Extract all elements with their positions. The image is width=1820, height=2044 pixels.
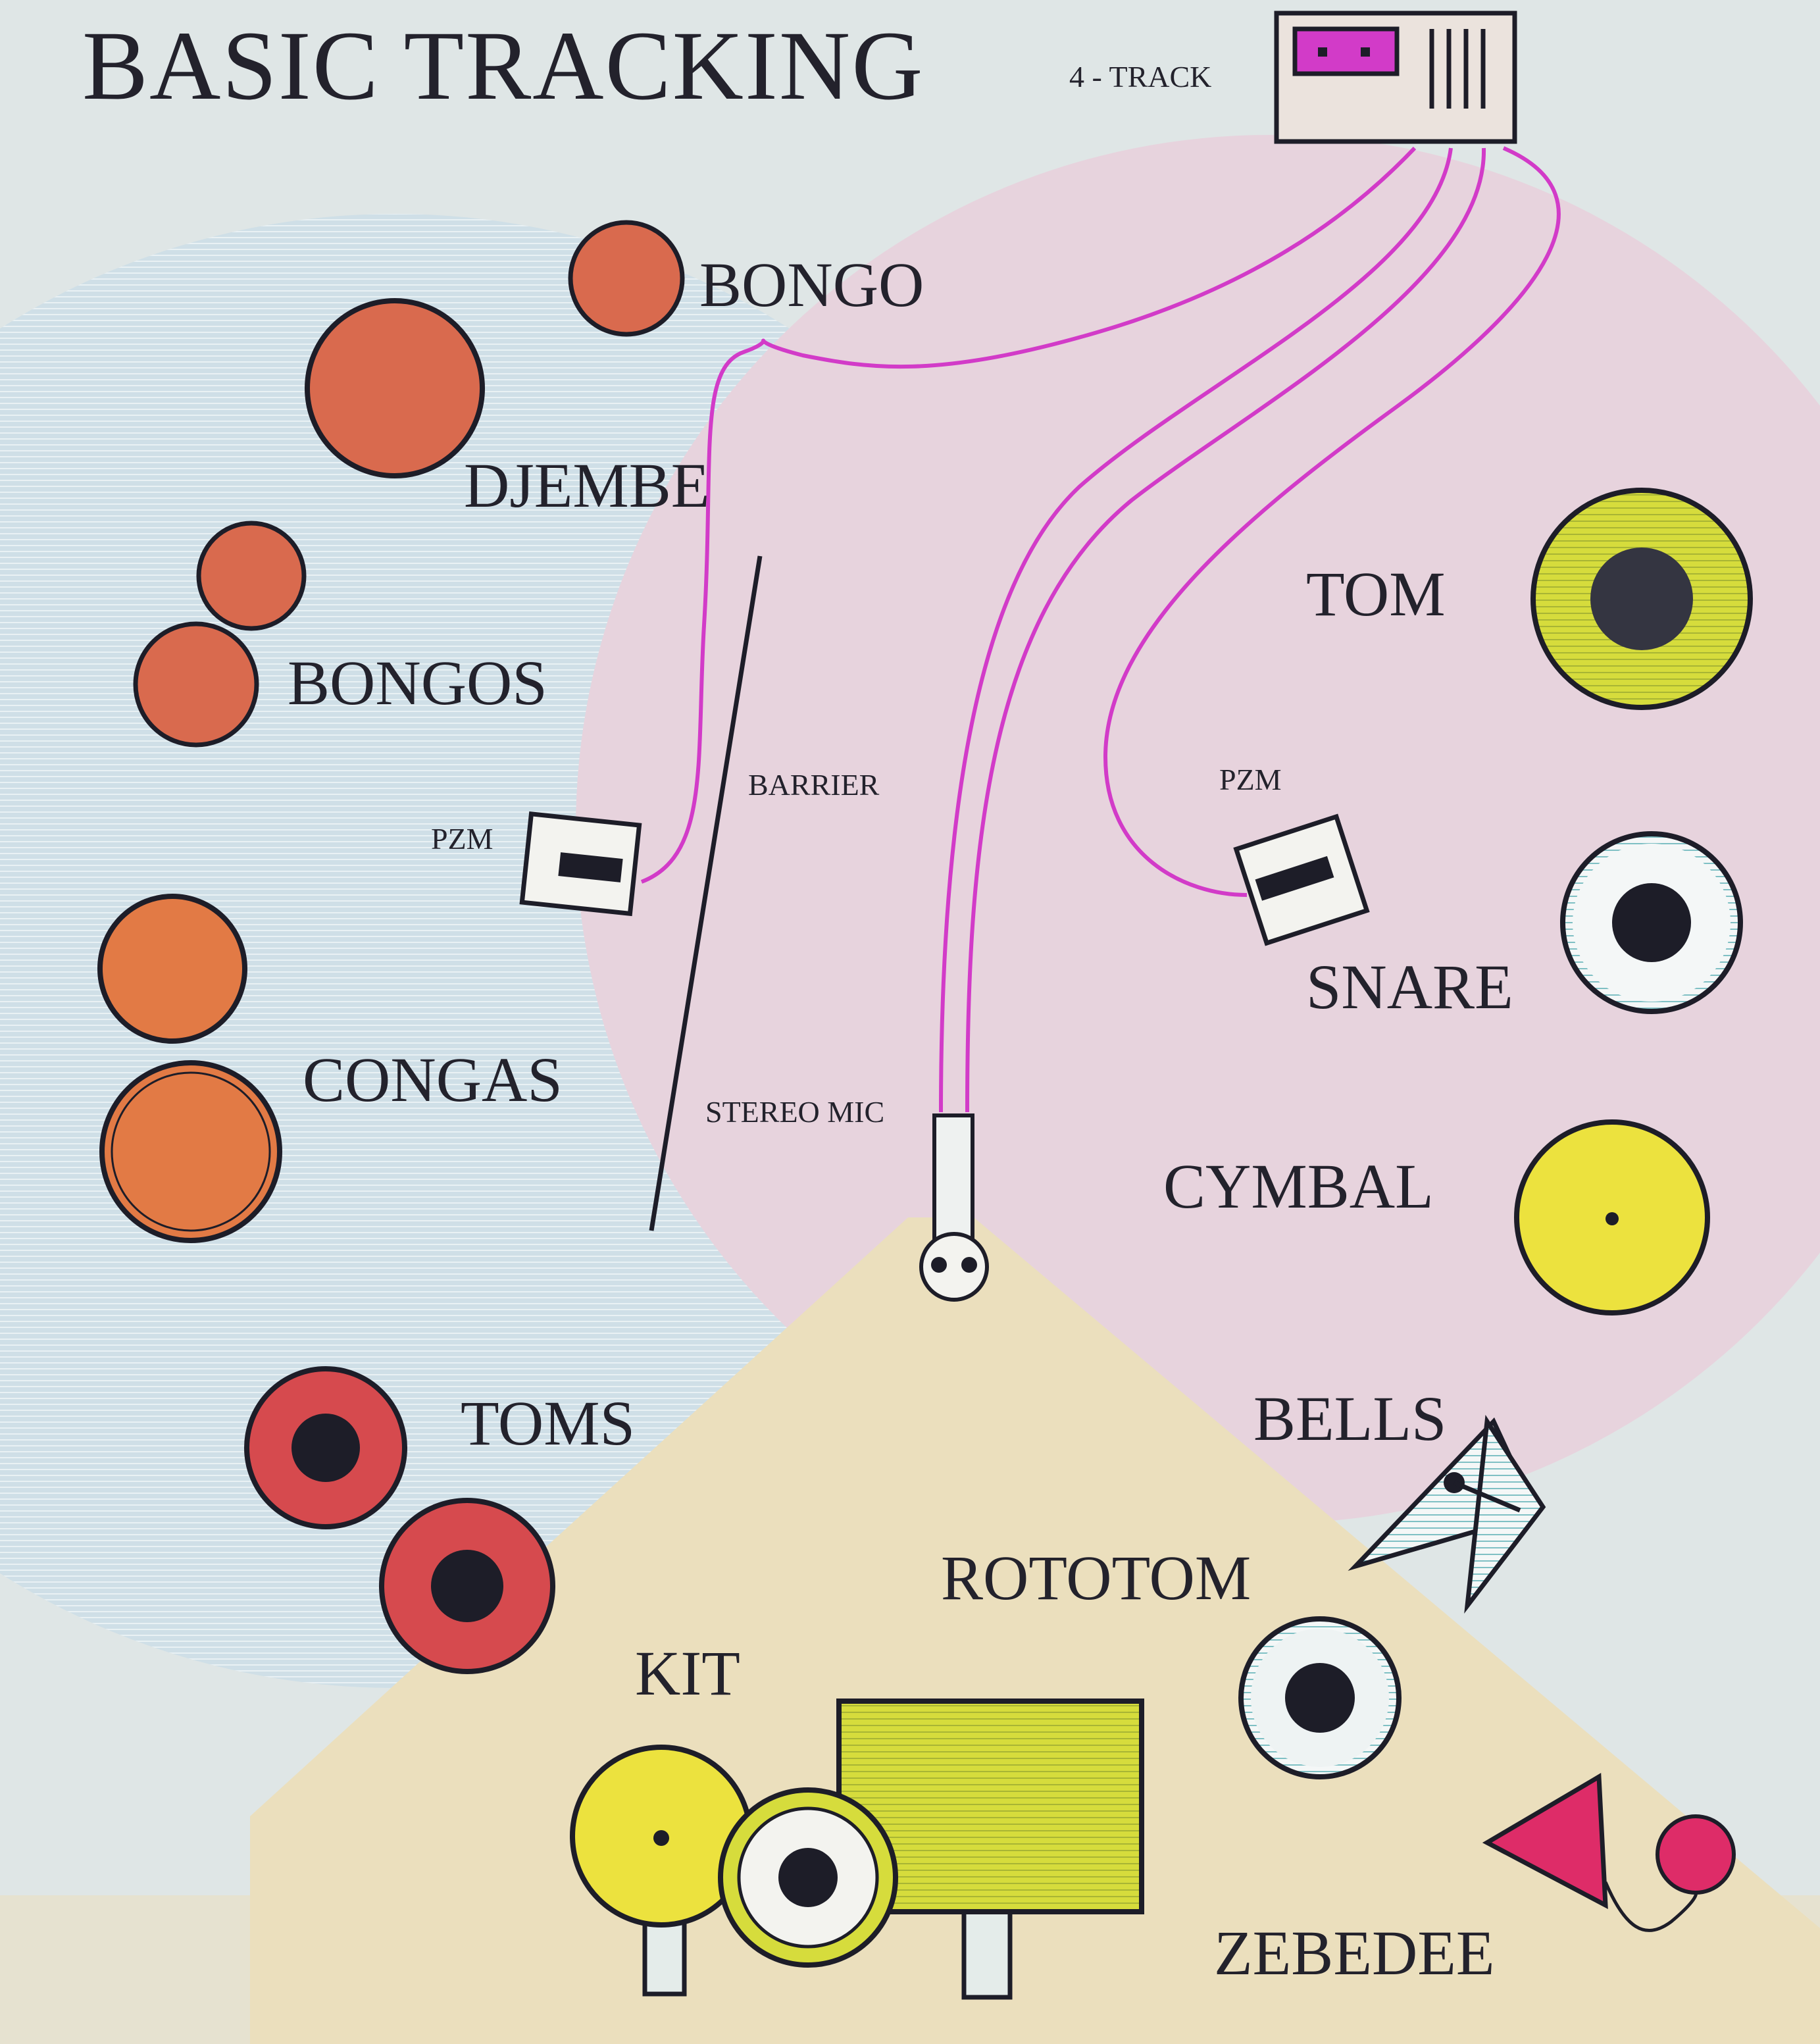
conga-drum-top bbox=[97, 894, 247, 1044]
rototom-center bbox=[1285, 1663, 1355, 1733]
toms-label: TOMS bbox=[461, 1388, 635, 1458]
barrier-line bbox=[649, 555, 763, 1231]
cables bbox=[640, 146, 1561, 1113]
tom-label: TOM bbox=[1306, 559, 1446, 629]
bongos-drum-large bbox=[133, 621, 259, 748]
stereo-mic-body bbox=[932, 1113, 974, 1241]
cable-stereo-mic-left bbox=[939, 147, 1453, 1113]
pzm-right-label: PZM bbox=[1219, 763, 1282, 796]
cymbal-label: CYMBAL bbox=[1163, 1151, 1434, 1221]
zebedee-label: ZEBEDEE bbox=[1214, 1918, 1495, 1988]
cable-right-pzm bbox=[1103, 146, 1561, 897]
stereo-mic-head-icon bbox=[919, 1232, 989, 1302]
pink-zone bbox=[576, 135, 1820, 1523]
stereo-mic-label: STEREO MIC bbox=[705, 1095, 884, 1129]
snare-label: SNARE bbox=[1306, 952, 1513, 1022]
zebedee bbox=[1482, 1773, 1736, 1932]
conga-drum-bottom bbox=[99, 1060, 282, 1243]
tom-drum-center bbox=[1590, 548, 1693, 650]
snare-drum-center bbox=[1612, 883, 1691, 962]
bells-label: BELLS bbox=[1253, 1383, 1446, 1454]
kit-leg-right bbox=[961, 1903, 1013, 2000]
pzm-left bbox=[519, 811, 642, 917]
bells-triangle-right bbox=[1464, 1414, 1546, 1614]
pzm-left-label: PZM bbox=[431, 822, 493, 856]
zebedee-triangle bbox=[1482, 1773, 1608, 1909]
cable-stereo-mic-right bbox=[965, 147, 1486, 1113]
rototom-label: ROTOTOM bbox=[941, 1543, 1251, 1613]
bongos-label: BONGOS bbox=[288, 648, 547, 718]
cable-left-pzm bbox=[640, 146, 1417, 884]
kit-label: KIT bbox=[635, 1638, 740, 1708]
drum-kit bbox=[570, 1699, 1144, 2000]
stereo-mic bbox=[919, 1113, 989, 1302]
four-track-recorder bbox=[1274, 11, 1517, 144]
cymbal-bell-icon bbox=[1605, 1212, 1619, 1225]
bongo-label: BONGO bbox=[699, 249, 924, 320]
bells bbox=[1348, 1414, 1546, 1614]
cassette-icon bbox=[1292, 26, 1400, 76]
zebedee-spring bbox=[1604, 1881, 1698, 1932]
djembe-label: DJEMBE bbox=[464, 450, 709, 521]
djembe-drum bbox=[305, 298, 485, 478]
pzm-left-mic-icon bbox=[558, 852, 623, 882]
recorder-label: 4 - TRACK bbox=[1069, 60, 1211, 93]
zebedee-ball bbox=[1656, 1814, 1736, 1895]
pzm-right bbox=[1233, 813, 1370, 946]
bongo-drum bbox=[568, 220, 685, 337]
bongos-drum-small bbox=[196, 521, 307, 631]
congas-label: CONGAS bbox=[303, 1044, 563, 1115]
pzm-right-mic-icon bbox=[1255, 856, 1334, 901]
page-title: BASIC TRACKING bbox=[82, 11, 924, 120]
barrier-label: BARRIER bbox=[748, 768, 880, 802]
